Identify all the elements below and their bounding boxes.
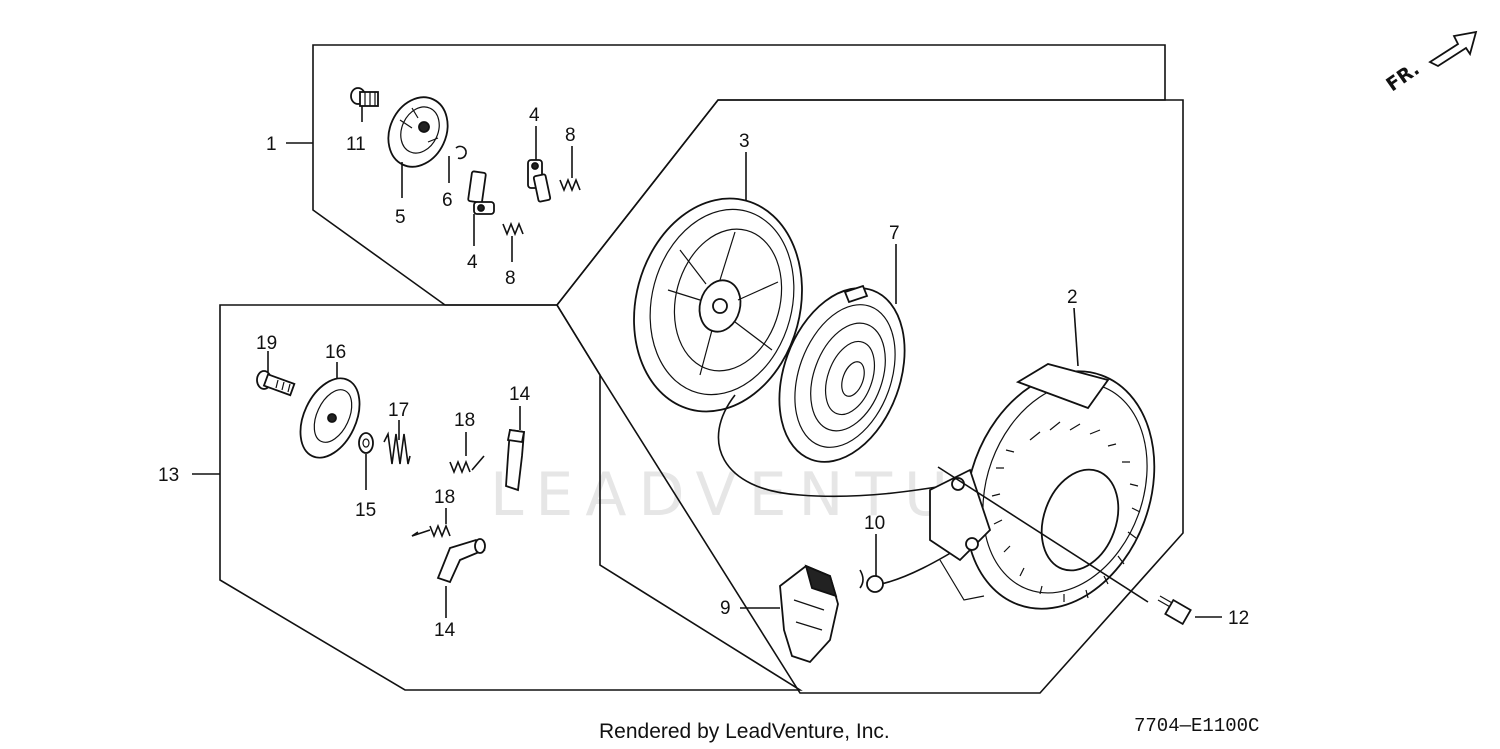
callout-9: 9: [720, 598, 731, 619]
front-direction-indicator: FR.: [1382, 30, 1478, 96]
callout-5: 5: [395, 207, 406, 228]
part-4-pawl-upper[interactable]: [527, 159, 552, 203]
callout-17: 17: [388, 400, 409, 421]
part-8-spring-upper[interactable]: [559, 177, 581, 193]
callout-4-lower: 4: [467, 252, 478, 273]
diagram-code: 7704—E1100C: [1134, 715, 1259, 737]
callout-18-upper: 18: [454, 410, 475, 431]
part-3-reel[interactable]: [611, 179, 825, 430]
callout-15: 15: [355, 500, 376, 521]
part-18-spring-upper[interactable]: [449, 455, 485, 475]
leader-lines: [192, 106, 1222, 618]
part-14-pawl-upper[interactable]: [505, 428, 526, 492]
callout-16: 16: [325, 342, 346, 363]
part-9-starter-grip[interactable]: [779, 564, 839, 664]
part-15-washer[interactable]: [358, 432, 374, 454]
starter-rope: [717, 394, 956, 498]
part-10-rope-stopper[interactable]: [859, 569, 884, 593]
callout-1: 1: [266, 134, 277, 155]
callout-14-lower: 14: [434, 620, 456, 641]
part-7-recoil-spring[interactable]: [757, 271, 928, 480]
part-2-starter-case[interactable]: [929, 345, 1186, 636]
part-6-clip[interactable]: [455, 145, 467, 160]
callout-8-lower: 8: [505, 268, 516, 289]
callout-14-upper: 14: [509, 384, 531, 405]
callout-7: 7: [889, 223, 900, 244]
part-12-flange-bolt[interactable]: [1157, 595, 1192, 626]
group-outline-13: [219, 304, 803, 691]
part-16-ratchet[interactable]: [289, 369, 372, 467]
front-arrow-icon: [1428, 30, 1478, 68]
callout-18-lower: 18: [434, 487, 455, 508]
callout-10: 10: [864, 513, 885, 534]
footer-credit: Rendered by LeadVenture, Inc.: [599, 720, 890, 743]
callout-8-upper: 8: [565, 125, 576, 146]
part-19-bolt[interactable]: [256, 370, 296, 397]
callout-19: 19: [256, 333, 277, 354]
front-indicator-label: FR.: [1382, 58, 1423, 96]
callout-12: 12: [1228, 608, 1249, 629]
part-4-pawl-lower[interactable]: [467, 170, 495, 215]
part-14-pawl-lower[interactable]: [436, 538, 486, 584]
part-5-ratchet-plate[interactable]: [377, 88, 458, 177]
callout-13: 13: [158, 465, 179, 486]
callout-11: 11: [346, 134, 366, 155]
part-17-spring[interactable]: [383, 431, 411, 465]
callout-4-upper: 4: [529, 105, 540, 126]
part-18-spring-lower[interactable]: [411, 523, 451, 539]
callout-6: 6: [442, 190, 453, 211]
part-8-spring-lower[interactable]: [502, 221, 524, 237]
callout-3: 3: [739, 131, 750, 152]
callout-2: 2: [1067, 287, 1078, 308]
part-11-bolt[interactable]: [350, 87, 379, 107]
